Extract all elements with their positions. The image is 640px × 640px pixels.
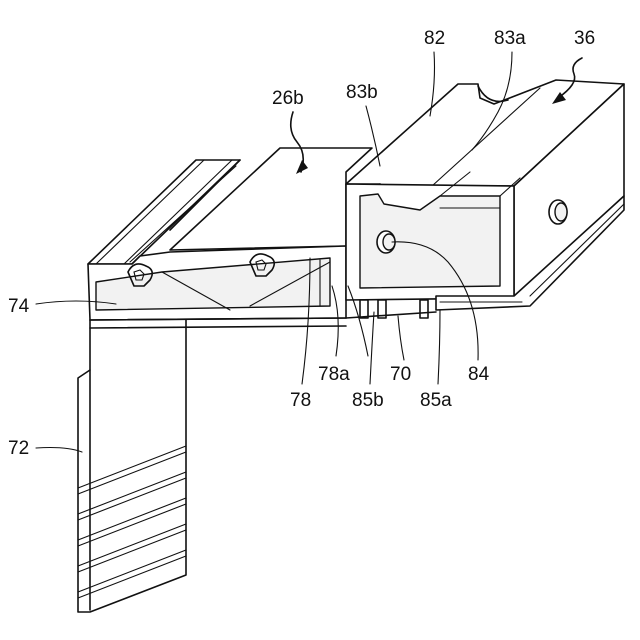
label-85a: 85a [420, 390, 452, 411]
label-70: 70 [390, 364, 411, 385]
flange-72 [78, 300, 186, 612]
frame-26b [88, 148, 372, 328]
label-85b: 85b [352, 390, 384, 411]
label-78: 78 [290, 390, 311, 411]
label-82: 82 [424, 28, 445, 49]
label-26b: 26b [272, 88, 304, 109]
tube-36 [346, 80, 624, 318]
label-84: 84 [468, 364, 490, 385]
label-72: 72 [8, 438, 29, 459]
label-83b: 83b [346, 82, 378, 103]
label-36: 36 [574, 28, 595, 49]
label-74: 74 [8, 296, 30, 317]
label-78a: 78a [318, 364, 350, 385]
label-83a: 83a [494, 28, 526, 49]
